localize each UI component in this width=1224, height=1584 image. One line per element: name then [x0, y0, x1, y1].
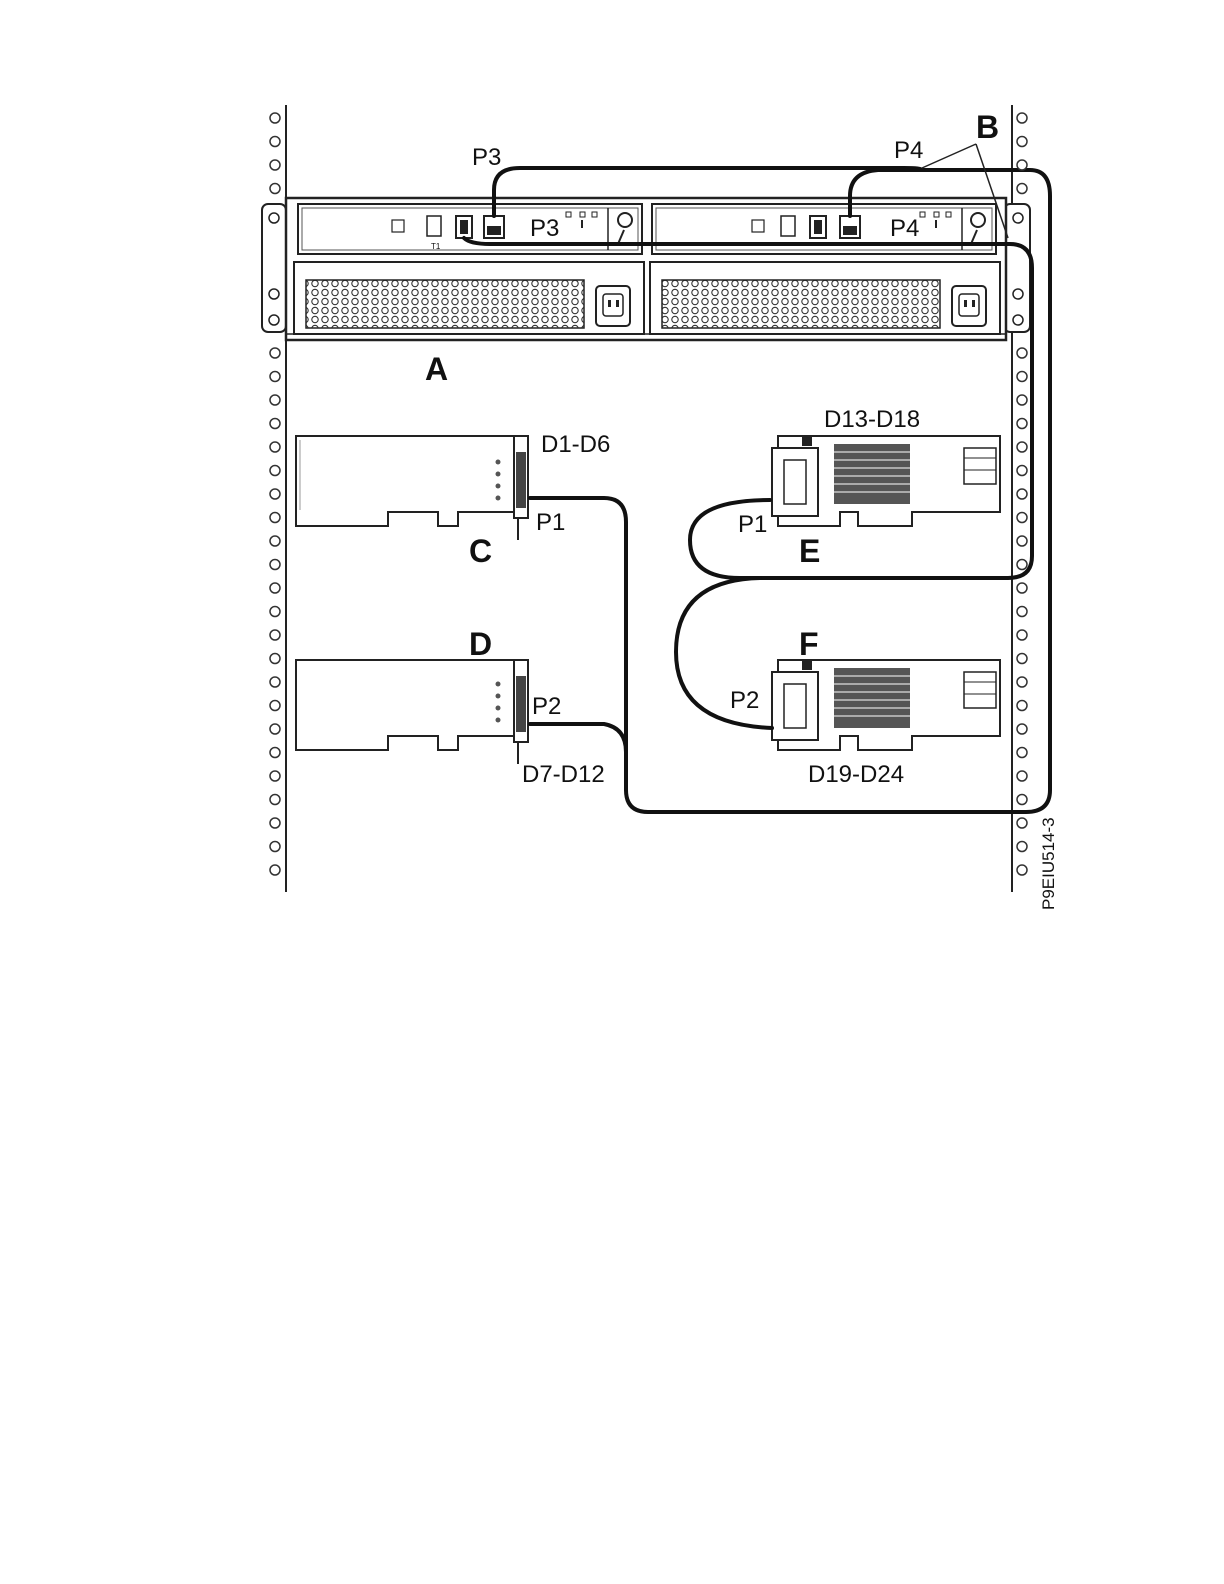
rack-hole: [270, 677, 280, 687]
rack-hole: [270, 395, 280, 405]
callout-a: A: [425, 351, 448, 387]
rack-hole: [1017, 701, 1027, 711]
card-e-port-label: P1: [738, 511, 767, 538]
rack-hole: [270, 654, 280, 664]
rack-hole: [1017, 771, 1027, 781]
esm-module-right: P4: [652, 204, 996, 254]
cable-label-p4: P4: [894, 137, 923, 164]
rack-hole: [1017, 795, 1027, 805]
rack-hole: [270, 513, 280, 523]
power-supply-right: [650, 262, 1000, 334]
callout-f: F: [799, 626, 819, 662]
card-d-port-label: P2: [532, 693, 561, 720]
rack-hole: [1017, 442, 1027, 452]
rack-hole: [270, 724, 280, 734]
power-supply-left: [294, 262, 644, 334]
adapter-card-e: [772, 436, 1000, 526]
rack-hole: [1017, 348, 1027, 358]
esm-module-left: P3 T1: [298, 204, 642, 254]
rack-hole: [1017, 536, 1027, 546]
rack-hole: [1017, 865, 1027, 875]
figure-id: P9EIU514-3: [1039, 817, 1058, 910]
rack-hole: [1017, 630, 1027, 640]
rack-hole: [270, 113, 280, 123]
rack-hole: [270, 442, 280, 452]
enclosure-port-label-left: P3: [530, 215, 559, 242]
rack-hole: [270, 419, 280, 429]
adapter-card-d: [296, 660, 528, 764]
rack-hole: [1017, 818, 1027, 828]
rack-hole: [270, 795, 280, 805]
rack-hole: [270, 630, 280, 640]
rack-hole: [270, 372, 280, 382]
rack-hole: [270, 536, 280, 546]
drive-range-d: D7-D12: [522, 761, 605, 788]
rack-hole: [1017, 748, 1027, 758]
rack-hole: [270, 489, 280, 499]
adapter-card-f: [772, 660, 1000, 750]
cable-label-p3: P3: [472, 144, 501, 171]
rack-hole: [1017, 113, 1027, 123]
rack-hole: [270, 818, 280, 828]
rack-hole: [270, 160, 280, 170]
rack-hole: [1017, 184, 1027, 194]
rack-hole: [1017, 489, 1027, 499]
rack-hole: [1017, 395, 1027, 405]
rack-hole: [270, 137, 280, 147]
storage-enclosure: P3 T1 P4: [262, 198, 1030, 340]
rack-hole: [270, 466, 280, 476]
rack-hole: [270, 583, 280, 593]
rack-hole: [1017, 137, 1027, 147]
rack-hole: [1017, 372, 1027, 382]
rack-hole: [1017, 583, 1027, 593]
card-c-port-label: P1: [536, 509, 565, 536]
enclosure-port-label-right: P4: [890, 215, 919, 242]
adapter-card-c: [296, 436, 528, 540]
card-f-port-label: P2: [730, 687, 759, 714]
rack-hole: [270, 701, 280, 711]
drive-range-f: D19-D24: [808, 761, 904, 788]
rack-hole: [1017, 724, 1027, 734]
rack-hole: [1017, 677, 1027, 687]
rack-hole: [270, 865, 280, 875]
rack-hole: [1017, 466, 1027, 476]
callout-d: D: [469, 626, 492, 662]
callout-b: B: [976, 109, 999, 145]
callout-e: E: [799, 533, 820, 569]
t1-label: T1: [431, 242, 441, 251]
rack-hole: [1017, 607, 1027, 617]
drive-range-c: D1-D6: [541, 431, 610, 458]
rack-hole: [270, 607, 280, 617]
rack-hole: [1017, 160, 1027, 170]
rack-hole: [270, 771, 280, 781]
rack-hole: [1017, 842, 1027, 852]
drive-range-e: D13-D18: [824, 406, 920, 433]
rack-hole: [270, 184, 280, 194]
rack-hole: [270, 748, 280, 758]
rack-hole: [1017, 654, 1027, 664]
rack-hole: [1017, 419, 1027, 429]
rack-hole: [1017, 513, 1027, 523]
callout-c: C: [469, 533, 492, 569]
cable-card-c-p1: [530, 498, 626, 790]
rack-hole: [270, 560, 280, 570]
rack-hole: [270, 348, 280, 358]
rack-hole: [270, 842, 280, 852]
rack-hole: [1017, 560, 1027, 570]
